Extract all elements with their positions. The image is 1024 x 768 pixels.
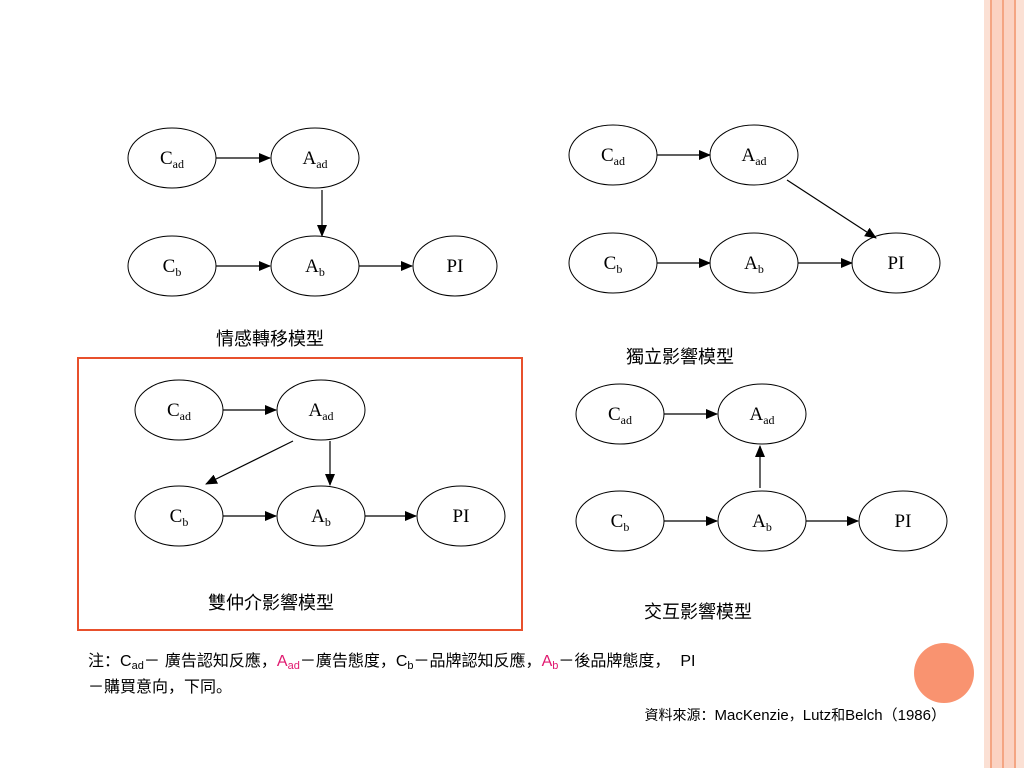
svg-text:Cad: Cad [167, 400, 191, 423]
note-term-pi: PI [680, 653, 696, 670]
diagram-affect-transfer: Cad Aad Cb Ab PI [127, 127, 498, 297]
svg-text:Aad: Aad [749, 404, 774, 427]
note-term-cb: C [395, 653, 408, 670]
node-cb: Cb [575, 490, 665, 552]
title-independent-influence-model: 獨立影響模型 [626, 347, 734, 368]
svg-text:Aad: Aad [308, 400, 333, 423]
source-year: （1986） [882, 707, 946, 724]
source-author-3: Belch [845, 707, 883, 724]
source-prefix: 資料來源： [644, 708, 715, 724]
node-cad: Cad [575, 383, 665, 445]
svg-text:Cb: Cb [604, 253, 623, 276]
arrow-aad-pi [786, 179, 877, 239]
note-term-aad-sub: ad [287, 660, 300, 672]
node-cad: Cad [127, 127, 217, 189]
arrow-aad-cb [205, 440, 294, 485]
title-reciprocal-influence-model: 交互影響模型 [644, 602, 752, 623]
note-term-cad: C [120, 653, 132, 670]
node-ab: Ab [717, 490, 807, 552]
node-cad: Cad [568, 124, 658, 186]
source-separator: ， [788, 708, 803, 724]
svg-text:PI: PI [888, 253, 905, 274]
note-term-cad-sub: ad [131, 660, 144, 672]
note-def-ab: －後品牌態度， [558, 651, 671, 670]
node-cb: Cb [134, 485, 224, 547]
note-term-aad: A [276, 653, 288, 670]
svg-text:Cad: Cad [160, 148, 184, 171]
note-def-cb: －品牌認知反應， [413, 651, 542, 670]
node-aad: Aad [270, 127, 360, 189]
node-cb: Cb [127, 235, 217, 297]
svg-text:PI: PI [895, 511, 912, 532]
title-dual-mediation-model: 雙仲介影響模型 [208, 593, 334, 614]
diagram-reciprocal-influence: Cad Aad Cb Ab PI [575, 383, 948, 552]
abbreviation-note: 注：Cad－ 廣告認知反應，Aad－廣告態度，Cb－品牌認知反應，Ab－後品牌態… [88, 648, 938, 699]
note-def-cad: － 廣告認知反應， [143, 651, 277, 670]
diagram-dual-mediation: Cad Aad Cb Ab PI [134, 379, 506, 547]
svg-text:Ab: Ab [744, 253, 764, 276]
node-pi: PI [858, 490, 948, 552]
svg-text:Ab: Ab [311, 506, 331, 529]
node-pi: PI [412, 235, 498, 297]
svg-text:Cb: Cb [170, 506, 189, 529]
node-cad: Cad [134, 379, 224, 441]
note-prefix: 注： [88, 651, 121, 670]
svg-text:PI: PI [453, 506, 470, 527]
node-ab: Ab [276, 485, 366, 547]
svg-text:Aad: Aad [741, 145, 766, 168]
svg-text:Cb: Cb [611, 511, 630, 534]
note-term-ab: A [541, 653, 553, 670]
note-term-cb-sub: b [407, 660, 414, 672]
svg-text:Cad: Cad [608, 404, 632, 427]
svg-text:PI: PI [447, 256, 464, 277]
source-author-2: Lutz [802, 707, 832, 724]
source-author-1: MacKenzie [714, 707, 789, 724]
svg-text:Cad: Cad [601, 145, 625, 168]
node-pi: PI [851, 232, 941, 294]
node-pi: PI [416, 485, 506, 547]
decorative-circle [914, 643, 974, 703]
node-aad: Aad [276, 379, 366, 441]
node-aad: Aad [717, 383, 807, 445]
diagram-independent-influence: Cad Aad Cb Ab PI [568, 124, 941, 294]
note-term-ab-sub: b [552, 660, 559, 672]
node-aad: Aad [709, 124, 799, 186]
svg-text:Aad: Aad [302, 148, 327, 171]
highlight-box [77, 357, 523, 631]
node-ab: Ab [270, 235, 360, 297]
source-citation: 資料來源：MacKenzie，Lutz和Belch（1986） [645, 704, 946, 725]
note-def-aad: －廣告態度， [299, 651, 396, 670]
decorative-stripes [984, 0, 1024, 768]
title-affect-transfer-model: 情感轉移模型 [216, 329, 324, 350]
source-and: 和 [831, 708, 846, 724]
svg-text:Ab: Ab [305, 256, 325, 279]
node-cb: Cb [568, 232, 658, 294]
note-def-pi: －購買意向，下同。 [88, 677, 233, 696]
node-ab: Ab [709, 232, 799, 294]
svg-text:Ab: Ab [752, 511, 772, 534]
svg-text:Cb: Cb [163, 256, 182, 279]
